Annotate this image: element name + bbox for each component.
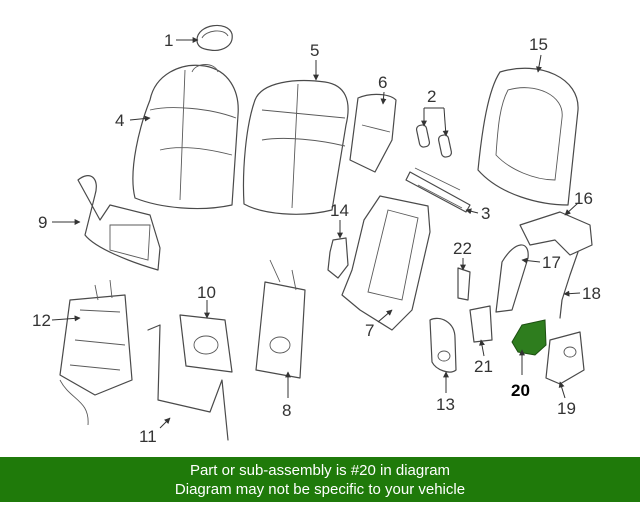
callout-14: 14 [330,201,349,220]
footer-line-2: Diagram may not be specific to your vehi… [174,481,466,498]
part-5-seatback-pad[interactable] [242,80,349,215]
callout-13: 13 [436,395,455,414]
callout-16: 16 [574,189,593,208]
callout-6: 6 [378,73,387,92]
callout-17: 17 [542,253,561,272]
part-18-rod[interactable] [559,251,579,319]
part-1-headrest[interactable] [196,24,233,51]
part-12-wire-harness[interactable] [59,279,133,426]
callout-1: 1 [164,31,173,50]
callout-21: 21 [474,357,493,376]
callout-5: 5 [310,41,319,60]
part-17-trim[interactable] [495,244,529,313]
callout-11: 11 [139,427,157,446]
part-11-lower-frame[interactable] [147,324,229,441]
callout-2: 2 [427,87,436,106]
callout-12: 12 [32,311,51,330]
callout-19: 19 [557,399,576,418]
callout-10: 10 [197,283,216,302]
part-7-seatback-frame[interactable] [341,195,431,331]
part-9-frame[interactable] [77,175,161,271]
seat-parts-diagram: 1 2 3 4 5 6 7 8 9 10 11 12 13 14 15 16 1… [32,24,601,446]
footer-line-1: Part or sub-assembly is #20 in diagram [189,462,451,479]
callout-3: 3 [481,204,490,223]
part-3-rail[interactable] [405,167,471,213]
part-15-back-panel[interactable] [477,67,579,206]
part-16-bracket[interactable] [519,211,593,256]
callout-4: 4 [115,111,124,130]
part-21-clip[interactable] [469,305,493,343]
footer-banner: Part or sub-assembly is #20 in diagram D… [0,457,640,502]
callout-9: 9 [38,213,47,232]
callout-18: 18 [582,284,601,303]
part-14-motor[interactable] [327,237,349,279]
part-2-guides[interactable] [415,124,453,158]
callout-8: 8 [282,401,291,420]
part-10-module[interactable] [179,314,233,373]
callout-labels: 1 2 3 4 5 6 7 8 9 10 11 12 13 14 15 16 1… [32,31,601,446]
callout-7: 7 [365,321,374,340]
part-19-cover[interactable] [545,331,585,385]
callout-20: 20 [511,381,530,400]
part-4-seatback-cover[interactable] [132,64,239,210]
callout-22: 22 [453,239,472,258]
callout-15: 15 [529,35,548,54]
part-8-plate[interactable] [255,259,306,379]
part-6-panel[interactable] [349,93,397,173]
part-13-bracket[interactable] [429,317,457,373]
part-22-clip[interactable] [457,267,471,301]
part-20-highlighted[interactable] [511,319,547,356]
leader-lines [51,37,581,429]
